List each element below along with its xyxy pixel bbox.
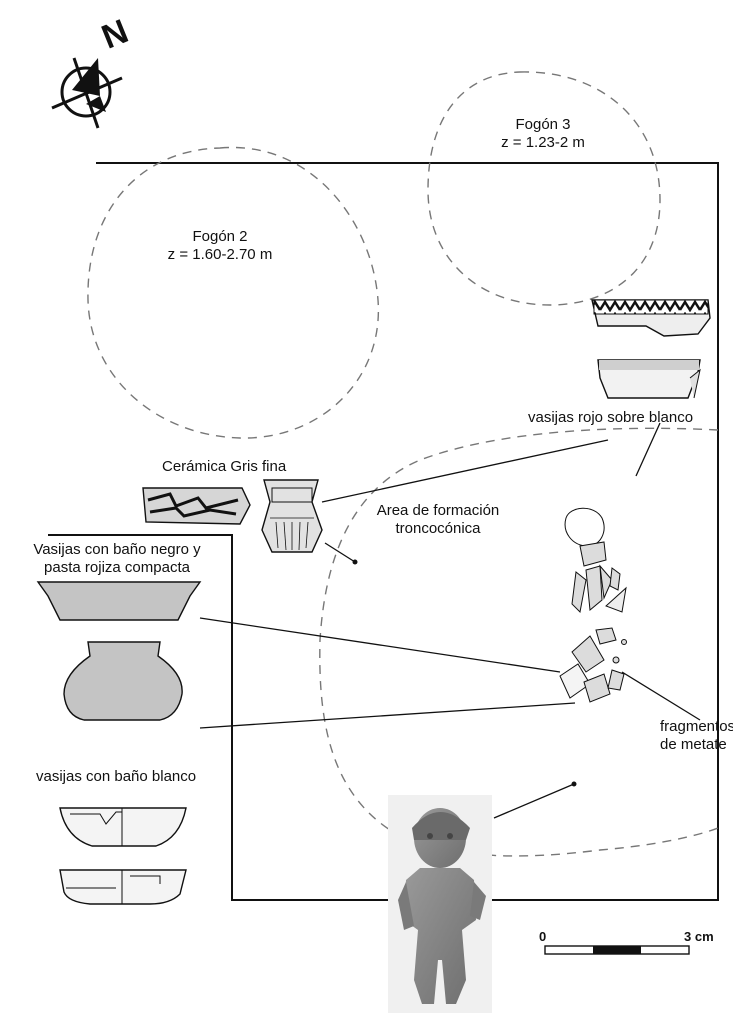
figurine-photo bbox=[388, 795, 492, 1013]
scale-start-label: 0 bbox=[539, 929, 547, 944]
label-gris-fina: Cerámica Gris fina bbox=[162, 458, 287, 475]
fogon-3-outline bbox=[427, 71, 661, 306]
vessel-rojo-sobre-blanco-1 bbox=[591, 299, 711, 337]
label-bano-negro-line1: Vasijas con baño negro y bbox=[33, 541, 201, 558]
fogon-3-name: Fogón 3 bbox=[515, 116, 571, 133]
label-metate-line1: fragmentos bbox=[660, 718, 733, 735]
vessel-bano-blanco-2 bbox=[59, 869, 187, 905]
label-bano-negro: Vasijas con baño negro y pasta rojiza co… bbox=[12, 541, 222, 577]
fogon-2-name: Fogón 2 bbox=[192, 228, 248, 245]
marker-dot bbox=[571, 781, 577, 787]
vessel-bano-negro-jar bbox=[63, 641, 183, 721]
vessel-gris-fina-sherd bbox=[142, 487, 251, 525]
marker-dot bbox=[352, 559, 358, 565]
fogon-2-outline bbox=[87, 146, 380, 439]
burial-skeleton bbox=[559, 507, 627, 703]
fogon-2-depth: z = 1.60-2.70 m bbox=[167, 246, 273, 263]
label-rojo-sobre-blanco: vasijas rojo sobre blanco bbox=[528, 409, 694, 426]
troncoconica-line1: Area de formación bbox=[376, 502, 500, 519]
fogon-3-label: Fogón 3 z = 1.23-2 m bbox=[478, 116, 608, 152]
north-letter: N bbox=[97, 12, 134, 56]
troncoconica-outline bbox=[319, 427, 719, 857]
scale-end-label: 3 cm bbox=[684, 929, 714, 944]
fogon-3-depth: z = 1.23-2 m bbox=[501, 134, 585, 151]
troncoconica-label: Area de formación troncocónica bbox=[368, 502, 508, 538]
vessel-bano-negro-bowl bbox=[36, 581, 202, 621]
connector-lines bbox=[199, 422, 701, 819]
troncoconica-line2: troncocónica bbox=[395, 520, 481, 537]
label-metate-line2: de metate bbox=[660, 736, 727, 753]
scale-bar bbox=[544, 945, 690, 955]
vessel-bano-blanco-1 bbox=[59, 807, 187, 847]
label-bano-negro-line2: pasta rojiza compacta bbox=[44, 559, 190, 576]
vessel-gris-fina-jar bbox=[261, 479, 323, 553]
fogon-2-label: Fogón 2 z = 1.60-2.70 m bbox=[150, 228, 290, 264]
vessel-rojo-sobre-blanco-2 bbox=[597, 359, 701, 399]
label-metate: fragmentos de metate bbox=[660, 718, 733, 754]
north-arrow-icon bbox=[51, 57, 123, 129]
label-bano-blanco: vasijas con baño blanco bbox=[36, 768, 197, 785]
